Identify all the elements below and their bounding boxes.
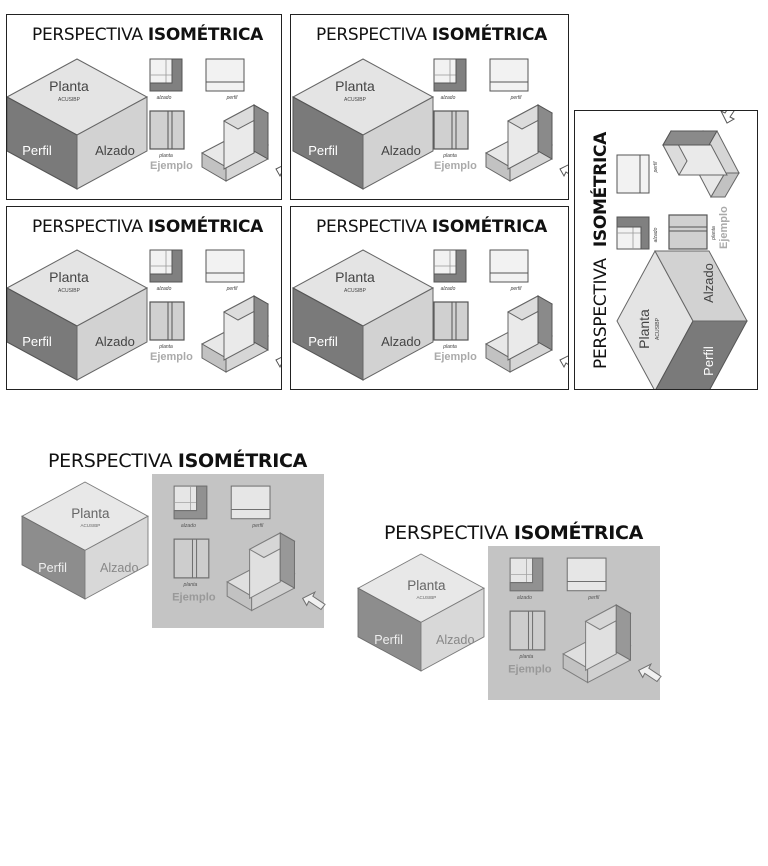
card-title: PERSPECTIVA ISOMÉTRICA [32,25,263,45]
cube-label-right: Alzado [381,334,421,349]
title-word-isometrica: ISOMÉTRICA [589,131,611,247]
card-middle-left: PERSPECTIVA ISOMÉTRICA Planta ACUSIBP Pe… [6,206,282,390]
card-illustration: Planta ACUSIBP Perfil Alzado alzado perf… [292,58,568,190]
cube-label-top-sub: ACUSIBP [58,288,81,294]
title-word-perspectiva: PERSPECTIVA [316,217,427,237]
title-word-perspectiva: PERSPECTIVA [384,522,509,544]
title-word-perspectiva: PERSPECTIVA [48,450,173,472]
title-word-perspectiva: PERSPECTIVA [591,258,611,369]
view-label-alzado: alzado [157,286,172,292]
example-label: Ejemplo [718,206,730,249]
iso-cube [357,553,485,672]
cube-label-left: Perfil [38,561,67,575]
view-label-perfil: perfil [653,161,659,174]
variant-illustration: Planta ACUSIBP Perfil Alzado alzado perf… [357,553,662,684]
title-word-isometrica: ISOMÉTRICA [177,450,308,472]
view-label-alzado: alzado [157,95,172,101]
title-word-isometrica: ISOMÉTRICA [431,25,548,45]
view-label-perfil: perfil [251,523,264,529]
iso-cube [21,481,149,600]
variant-bottom-right: PERSPECTIVA ISOMÉTRICA Planta ACUSIBP Pe… [340,514,680,714]
card-right-vertical: PERSPECTIVA ISOMÉTRICA Planta ACUSIBP Pe… [574,110,758,390]
title-word-perspectiva: PERSPECTIVA [316,25,427,45]
cube-label-left: Perfil [308,334,338,349]
cube-label-top: Planta [71,506,110,521]
cube-label-top: Planta [407,578,446,593]
view-label-planta: planta [711,226,717,241]
view-label-alzado: alzado [653,227,659,242]
cube-label-right: Alzado [701,263,716,303]
cube-label-top-sub: ACUSIBP [417,595,437,600]
cube-label-top: Planta [49,78,89,94]
title-word-isometrica: ISOMÉTRICA [431,217,548,237]
card-title: PERSPECTIVA ISOMÉTRICA [316,217,547,237]
cube-label-top-sub: ACUSIBP [655,317,661,340]
card-top-left: PERSPECTIVA ISOMÉTRICA Planta ACUSIBP Pe… [6,14,282,200]
example-label: Ejemplo [508,663,552,675]
example-label: Ejemplo [150,160,193,172]
title-word-isometrica: ISOMÉTRICA [513,522,644,544]
cube-label-top: Planta [335,78,375,94]
cube-label-right: Alzado [381,143,421,158]
view-label-planta: planta [158,344,173,350]
card-top-center: PERSPECTIVA ISOMÉTRICA Planta ACUSIBP Pe… [290,14,569,200]
example-label: Ejemplo [434,160,477,172]
title-word-perspectiva: PERSPECTIVA [32,25,143,45]
cube-label-left: Perfil [22,334,52,349]
card-illustration: Planta ACUSIBP Perfil Alzado alzado perf… [7,249,281,381]
view-label-planta: planta [518,654,533,660]
view-label-alzado: alzado [517,595,532,601]
title-word-isometrica: ISOMÉTRICA [147,25,264,45]
card-middle-center: PERSPECTIVA ISOMÉTRICA Planta ACUSIBP Pe… [290,206,569,390]
cube-label-top-sub: ACUSIBP [344,288,367,294]
cube-label-top-sub: ACUSIBP [81,523,101,528]
variant-title: PERSPECTIVA ISOMÉTRICA [48,450,307,472]
example-label: Ejemplo [172,591,216,603]
cube-label-right: Alzado [100,561,139,575]
view-label-perfil: perfil [226,95,239,101]
cube-label-right: Alzado [436,633,475,647]
cube-label-top: Planta [636,309,652,349]
card-illustration: PERSPECTIVA ISOMÉTRICA Planta ACUSIBP Pe… [589,111,748,389]
example-label: Ejemplo [434,351,477,363]
cube-label-left: Perfil [308,143,338,158]
variant-bottom-left: PERSPECTIVA ISOMÉTRICA Planta ACUSIBP Pe… [0,440,340,640]
cube-label-top: Planta [335,269,375,285]
title-word-perspectiva: PERSPECTIVA [32,217,143,237]
view-label-alzado: alzado [441,95,456,101]
cube-label-right: Alzado [95,143,135,158]
cube-label-left: Perfil [374,633,403,647]
title-word-isometrica: ISOMÉTRICA [147,217,264,237]
variant-title: PERSPECTIVA ISOMÉTRICA [384,522,643,544]
view-label-planta: planta [158,153,173,159]
view-label-planta: planta [182,582,197,588]
view-label-alzado: alzado [441,286,456,292]
cube-label-top-sub: ACUSIBP [344,97,367,103]
cube-label-left: Perfil [701,346,716,376]
card-illustration: Planta ACUSIBP Perfil Alzado alzado perf… [7,58,281,190]
card-title: PERSPECTIVA ISOMÉTRICA [316,25,547,45]
view-label-alzado: alzado [181,523,196,529]
view-label-planta: planta [442,153,457,159]
view-label-perfil: perfil [226,286,239,292]
card-title: PERSPECTIVA ISOMÉTRICA [32,217,263,237]
view-label-perfil: perfil [510,286,523,292]
cube-label-top: Planta [49,269,89,285]
view-label-perfil: perfil [587,595,600,601]
view-label-perfil: perfil [510,95,523,101]
cube-label-right: Alzado [95,334,135,349]
view-label-planta: planta [442,344,457,350]
card-illustration: Planta ACUSIBP Perfil Alzado alzado perf… [292,249,568,381]
example-label: Ejemplo [150,351,193,363]
cube-label-top-sub: ACUSIBP [58,97,81,103]
variant-illustration: Planta ACUSIBP Perfil Alzado alzado perf… [21,481,326,612]
card-title: PERSPECTIVA ISOMÉTRICA [589,131,611,369]
cube-label-left: Perfil [22,143,52,158]
